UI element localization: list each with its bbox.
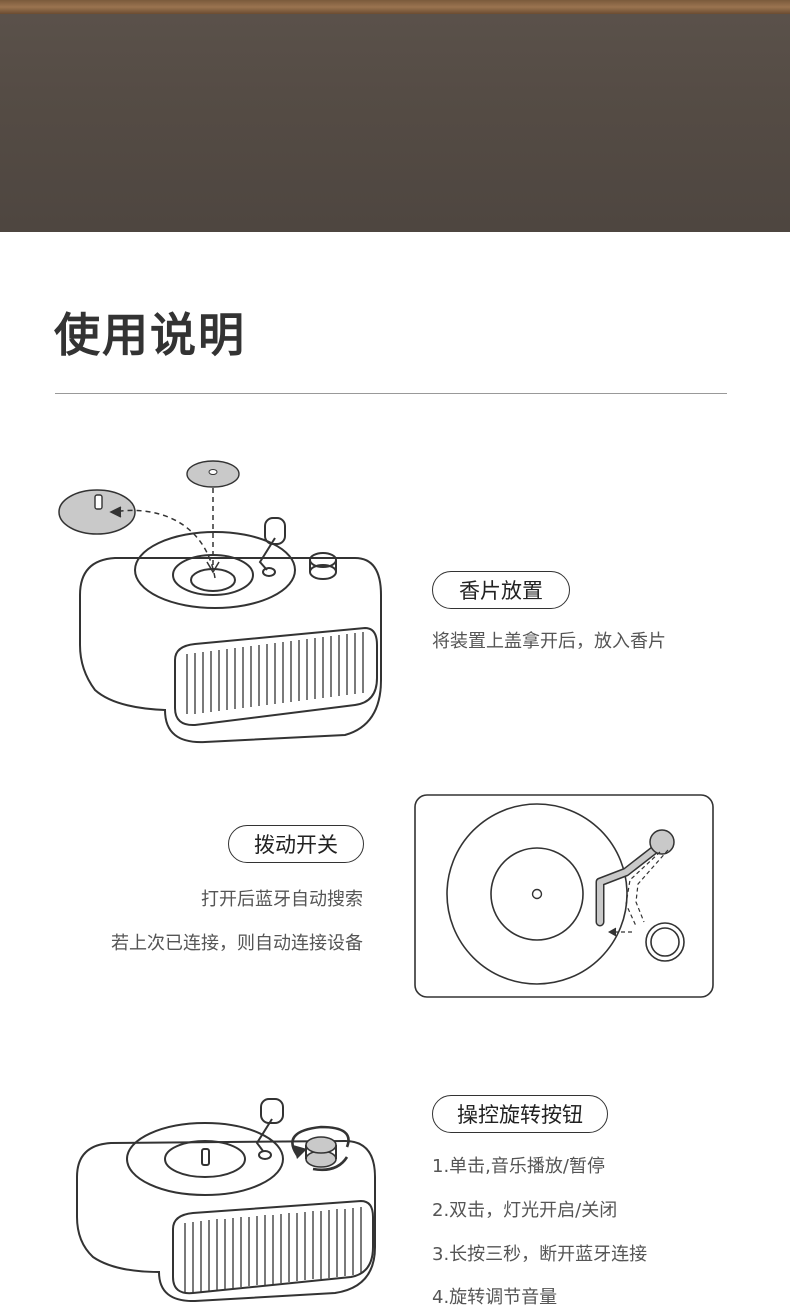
wood-edge	[0, 0, 790, 14]
step-1-title: 香片放置	[459, 579, 543, 603]
step-3-instruction-3: 3.长按三秒，断开蓝牙连接	[432, 1244, 648, 1265]
page-title: 使用说明	[54, 308, 246, 362]
step-2-title-pill: 拨动开关	[228, 825, 364, 863]
step-3-title: 操控旋转按钮	[457, 1103, 583, 1127]
step-2-description-line-2: 若上次已连接，则自动连接设备	[111, 933, 363, 954]
step-3-instruction-4: 4.旋转调节音量	[432, 1287, 558, 1308]
step-3-instruction-2: 2.双击，灯光开启/关闭	[432, 1200, 618, 1221]
step-3-title-pill: 操控旋转按钮	[432, 1095, 608, 1133]
step-1-description: 将装置上盖拿开后，放入香片	[432, 631, 666, 652]
step-1-title-pill: 香片放置	[432, 571, 570, 609]
product-photo-banner	[0, 0, 790, 232]
step-2-description-line-1: 打开后蓝牙自动搜索	[201, 889, 363, 910]
step-2-title: 拨动开关	[254, 833, 338, 857]
step-3-instruction-1: 1.单击,音乐播放/暂停	[432, 1156, 605, 1177]
title-divider	[55, 393, 727, 394]
toggle-switch-illustration	[414, 794, 714, 998]
place-scent-pad-illustration	[58, 460, 382, 744]
rotary-knob-illustration	[76, 1098, 376, 1302]
